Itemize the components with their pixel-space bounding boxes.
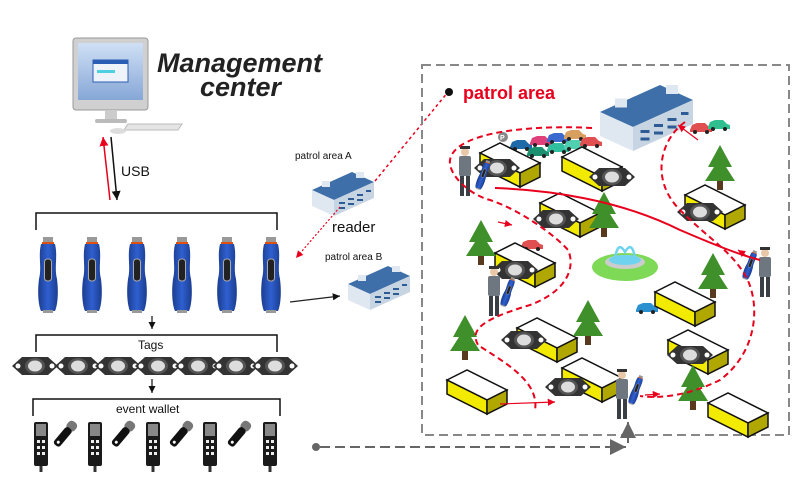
reader-wand-icon [126, 236, 148, 314]
rfid-tag-icon [135, 357, 181, 375]
patrol-routes [448, 121, 761, 411]
patrol-area-a-label: patrol area A [295, 151, 352, 162]
key-fob-icon [51, 419, 79, 449]
reader-to-wand-arrow [295, 206, 341, 259]
checkpoint-building [446, 369, 508, 415]
key-fob-icon [225, 419, 253, 449]
usb-label: USB [121, 163, 150, 179]
event-wallet-label: event wallet [116, 402, 180, 416]
tree-icon [466, 220, 496, 265]
parking-icon [498, 132, 508, 142]
route-arrow [737, 249, 749, 258]
reader-wand-icon [498, 276, 518, 308]
title-line-2: center [200, 72, 283, 102]
rfid-tag-icon [12, 357, 58, 375]
reader-wand-icon [260, 236, 282, 314]
checkpoint-building [707, 392, 769, 438]
patrol-area-title: patrol area [463, 83, 556, 103]
tree-icon [698, 253, 728, 298]
rfid-tag-icon [95, 357, 141, 375]
handheld-reader-icon [146, 422, 160, 472]
patrol-area-a-building-icon [312, 172, 374, 216]
key-fob-icon [109, 419, 137, 449]
title-line-1: Management [157, 48, 323, 78]
route-arrow [499, 398, 556, 406]
fountain-icon [592, 245, 658, 281]
tree-icon [450, 315, 480, 360]
headquarters-building-icon [600, 85, 693, 151]
patrol-route [448, 126, 593, 411]
patrol-map-scene: P [446, 85, 771, 438]
patrol-route [639, 121, 756, 398]
rfid-tag-icon [252, 357, 298, 375]
route-arrow [644, 390, 661, 399]
patrol-route [494, 187, 761, 261]
tree-icon [705, 145, 735, 190]
route-arrow [497, 219, 513, 228]
handheld-reader-icon [34, 422, 48, 472]
patrol-area-marker [445, 88, 453, 96]
reader-wand-icon [81, 236, 103, 314]
tags-bracket [35, 334, 278, 352]
reader-wand-icon [216, 236, 238, 314]
area-a-to-map-link [374, 91, 449, 182]
reader-wand-icon [171, 236, 193, 314]
reader-wand-icon [626, 374, 646, 406]
svg-text:P: P [500, 135, 505, 142]
patrol-area-b-label: patrol area B [325, 252, 383, 263]
car-icon [708, 120, 730, 131]
management-computer-icon [72, 37, 183, 134]
wand-to-area-b-arrow [289, 293, 341, 303]
reader-row [37, 236, 282, 314]
reader-label: reader [332, 219, 375, 236]
handheld-reader-icon [203, 422, 217, 472]
route-arrow [677, 124, 699, 141]
tags-label: Tags [138, 338, 163, 352]
rfid-tag-icon [55, 357, 101, 375]
guard-with-reader [616, 369, 646, 419]
readers-bracket [35, 212, 278, 230]
car-icon [580, 137, 602, 148]
reader-wand-icon [37, 236, 59, 314]
upload-arrow [99, 136, 111, 201]
event-wallet-row [34, 419, 277, 472]
event-wallet-bracket [32, 398, 281, 416]
guard-icon [759, 247, 771, 297]
key-fob-icon [167, 419, 195, 449]
patrol-area-border [421, 64, 790, 436]
connector-dot [312, 443, 320, 451]
patrol-area-b-building-icon [348, 266, 410, 310]
tag-row [12, 357, 298, 375]
guard-icon [459, 146, 471, 196]
handheld-reader-icon [263, 422, 277, 472]
download-arrow [110, 136, 121, 201]
handheld-reader-icon [88, 422, 102, 472]
car-icon [527, 147, 549, 158]
guard-with-reader [740, 247, 771, 297]
